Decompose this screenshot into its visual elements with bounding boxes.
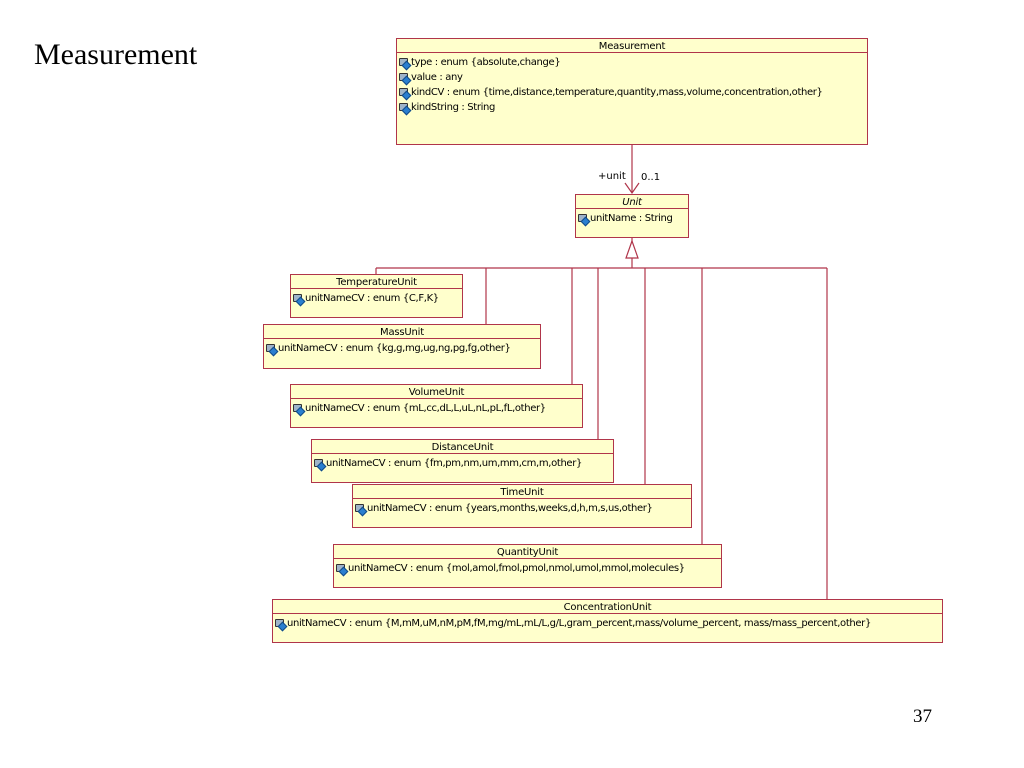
attribute-text: unitNameCV : enum {M,mM,uM,nM,pM,fM,mg/m… — [287, 618, 871, 629]
class-distance-unit: DistanceUnit unitNameCV : enum {fm,pm,nm… — [311, 439, 614, 483]
attribute-lock-icon — [399, 57, 412, 71]
attribute-text: type : enum {absolute,change} — [411, 57, 561, 68]
attribute-text: unitNameCV : enum {years,months,weeks,d,… — [367, 503, 653, 514]
attribute-text: unitName : String — [590, 213, 673, 224]
class-concentration-unit: ConcentrationUnit unitNameCV : enum {M,m… — [272, 599, 943, 643]
class-name: DistanceUnit — [312, 440, 613, 454]
attribute-row: unitNameCV : enum {M,mM,uM,nM,pM,fM,mg/m… — [275, 616, 942, 632]
attribute-lock-icon — [399, 72, 412, 86]
attribute-row: unitNameCV : enum {fm,pm,nm,um,mm,cm,m,o… — [314, 456, 613, 472]
class-name: MassUnit — [264, 325, 540, 339]
attribute-row: unitName : String — [578, 211, 688, 227]
attribute-row: type : enum {absolute,change} — [399, 55, 867, 71]
class-name: Measurement — [397, 39, 867, 53]
class-name: ConcentrationUnit — [273, 600, 942, 614]
class-name: QuantityUnit — [334, 545, 721, 559]
class-name: TimeUnit — [353, 485, 691, 499]
association-multiplicity-label: 0..1 — [641, 172, 661, 183]
attribute-row: unitNameCV : enum {mL,cc,dL,L,uL,nL,pL,f… — [293, 401, 582, 417]
association-role-label: +unit — [598, 171, 626, 182]
class-quantity-unit: QuantityUnit unitNameCV : enum {mol,amol… — [333, 544, 722, 588]
attribute-row: unitNameCV : enum {mol,amol,fmol,pmol,nm… — [336, 561, 721, 577]
attribute-row: kindString : String — [399, 100, 867, 116]
class-measurement: Measurement type : enum {absolute,change… — [396, 38, 868, 145]
class-unit: Unit unitName : String — [575, 194, 689, 238]
attribute-lock-icon — [336, 563, 349, 577]
attribute-text: unitNameCV : enum {C,F,K} — [305, 293, 439, 304]
class-mass-unit: MassUnit unitNameCV : enum {kg,g,mg,ug,n… — [263, 324, 541, 369]
attribute-row: unitNameCV : enum {C,F,K} — [293, 291, 462, 307]
attribute-row: kindCV : enum {time,distance,temperature… — [399, 85, 867, 101]
attribute-lock-icon — [293, 293, 306, 307]
attribute-text: unitNameCV : enum {mol,amol,fmol,pmol,nm… — [348, 563, 685, 574]
attribute-text: value : any — [411, 72, 463, 83]
class-name: Unit — [576, 195, 688, 209]
attribute-text: unitNameCV : enum {kg,g,mg,ug,ng,pg,fg,o… — [278, 343, 511, 354]
attribute-text: unitNameCV : enum {fm,pm,nm,um,mm,cm,m,o… — [326, 458, 583, 469]
class-time-unit: TimeUnit unitNameCV : enum {years,months… — [352, 484, 692, 528]
association-arrowhead — [624, 182, 640, 195]
attribute-lock-icon — [399, 102, 412, 116]
attribute-text: unitNameCV : enum {mL,cc,dL,L,uL,nL,pL,f… — [305, 403, 546, 414]
attribute-lock-icon — [314, 458, 327, 472]
class-name: TemperatureUnit — [291, 275, 462, 289]
class-name: VolumeUnit — [291, 385, 582, 399]
attribute-lock-icon — [578, 213, 591, 227]
attribute-lock-icon — [399, 87, 412, 101]
class-temperature-unit: TemperatureUnit unitNameCV : enum {C,F,K… — [290, 274, 463, 318]
attribute-lock-icon — [355, 503, 368, 517]
class-volume-unit: VolumeUnit unitNameCV : enum {mL,cc,dL,L… — [290, 384, 583, 428]
page-number: 37 — [913, 706, 932, 727]
slide-title: Measurement — [34, 38, 198, 71]
attribute-lock-icon — [266, 343, 279, 357]
attribute-text: kindString : String — [411, 102, 496, 113]
attribute-text: kindCV : enum {time,distance,temperature… — [411, 87, 823, 98]
attribute-lock-icon — [275, 618, 288, 632]
attribute-row: unitNameCV : enum {kg,g,mg,ug,ng,pg,fg,o… — [266, 341, 540, 357]
attribute-row: value : any — [399, 70, 867, 86]
attribute-lock-icon — [293, 403, 306, 417]
attribute-row: unitNameCV : enum {years,months,weeks,d,… — [355, 501, 691, 517]
generalization-triangle — [625, 239, 639, 259]
